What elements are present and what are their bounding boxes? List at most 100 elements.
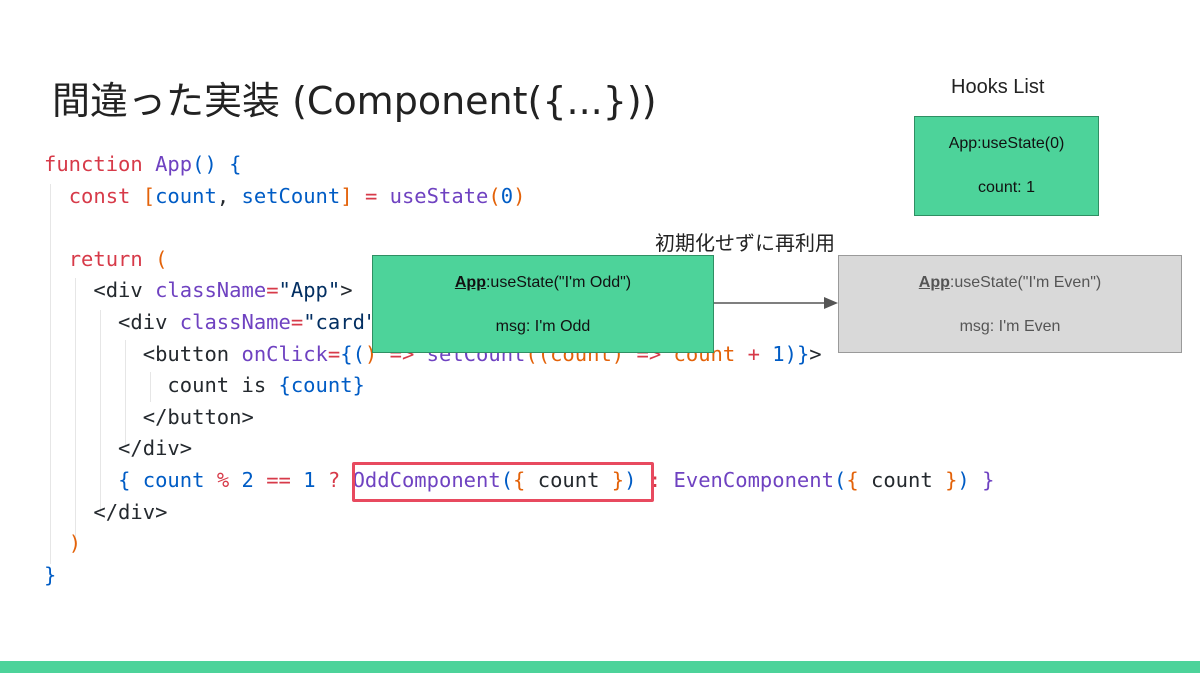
hooks-list-title: Hooks List (951, 76, 1045, 98)
code-token (143, 152, 155, 176)
code-token: count (525, 467, 612, 492)
code-token: = (327, 341, 341, 366)
code-token: [ (142, 183, 156, 208)
code-token: )} (784, 341, 810, 366)
hook-app-usestate-even: App:useState("I'm Even") msg: I'm Even (838, 255, 1182, 353)
code-token: = (266, 278, 279, 303)
code-token: { (513, 467, 526, 492)
code-token (130, 468, 142, 492)
code-token: "App" (278, 278, 341, 303)
code-token: % (216, 467, 230, 492)
code-line: function App() { (44, 149, 994, 181)
code-token: {count} (278, 373, 365, 398)
code-line: count is {count} (44, 370, 994, 402)
code-token: } (44, 562, 57, 587)
code-token: App (155, 152, 193, 176)
code-token: ) (957, 467, 970, 492)
code-line: </button> (44, 402, 994, 434)
code-block: function App() { const [count, setCount]… (44, 149, 994, 591)
hook-call: App:useState(0) (948, 135, 1065, 152)
code-line: { count % 2 == 1 ? OddComponent({ count … (44, 465, 994, 497)
code-token: , (216, 183, 242, 208)
code-token (204, 468, 216, 492)
code-token (44, 468, 118, 492)
code-token: onClick (241, 341, 328, 366)
indent-guide (50, 184, 51, 564)
code-token: count (858, 467, 946, 492)
code-token: 0 (500, 183, 514, 208)
code-token (340, 468, 352, 492)
code-token (377, 184, 389, 208)
hook-value: count: 1 (978, 179, 1035, 196)
code-token: return (68, 246, 143, 271)
code-token (291, 468, 303, 492)
code-token: ( (488, 183, 501, 208)
code-token: 1 (303, 467, 316, 492)
code-token (970, 468, 982, 492)
hook-call: App:useState("I'm Odd") (373, 274, 713, 292)
hook-owner: App (918, 274, 950, 291)
code-line: return ( (44, 244, 994, 276)
code-token: count is (44, 373, 279, 398)
code-token: ? (327, 467, 341, 492)
hook-value: msg: I'm Odd (495, 318, 591, 335)
hook-app-usestate-odd: App:useState("I'm Odd") msg: I'm Odd (372, 255, 714, 353)
code-token: EvenComponent (673, 467, 834, 492)
code-token: ( (833, 467, 847, 492)
hook-call-text: :useState("I'm Odd") (485, 274, 632, 291)
code-token: 1 (772, 341, 785, 366)
indent-guide (150, 372, 151, 402)
reuse-label: 初期化せずに再利用 (655, 231, 835, 255)
hook-value: msg: I'm Even (959, 318, 1061, 335)
code-token: () { (192, 152, 242, 176)
slide-title: 間違った実装 (Component({...})) (52, 79, 657, 123)
code-line: </div> (44, 497, 994, 529)
code-token: } (611, 467, 625, 492)
code-token (44, 531, 69, 555)
code-token: ) (68, 531, 82, 556)
code-token: count (155, 183, 217, 208)
code-token: </div> (44, 499, 168, 524)
code-token: + (747, 341, 760, 366)
code-token: > (340, 278, 353, 303)
code-token (760, 342, 772, 366)
indent-guide (75, 278, 76, 548)
code-token (735, 342, 747, 366)
code-token: ( (500, 467, 514, 492)
code-token (316, 468, 328, 492)
code-token: 2 (241, 467, 254, 492)
code-token: } (982, 467, 995, 492)
code-token: <div (44, 309, 180, 334)
code-token: { (846, 467, 859, 492)
code-token: ) (624, 467, 637, 492)
code-token: {( (340, 341, 365, 366)
code-token: setCount (241, 183, 341, 208)
code-token: </div> (44, 436, 193, 461)
code-line: ) (44, 528, 994, 560)
code-token: <div (44, 278, 156, 303)
code-token: = (290, 309, 304, 334)
code-token: > (809, 341, 822, 366)
code-token: } (945, 467, 958, 492)
code-token (44, 247, 69, 271)
code-line: <div className="App"> (44, 275, 994, 307)
code-token: count (142, 467, 205, 492)
code-token: function (44, 152, 143, 176)
code-token: { (118, 467, 131, 492)
reuse-arrow (714, 297, 838, 309)
code-token: <button (44, 341, 242, 366)
code-token: className (179, 309, 291, 334)
code-token (143, 247, 155, 271)
code-token: ] (340, 183, 353, 208)
hook-call-text: :useState("I'm Even") (949, 274, 1102, 291)
code-token: "card" (303, 309, 378, 334)
code-token (229, 468, 241, 492)
code-token (353, 184, 365, 208)
code-token: </button> (44, 404, 254, 429)
code-token (661, 468, 673, 492)
code-token: OddComponent (352, 467, 501, 492)
hook-call: App:useState("I'm Even") (839, 274, 1181, 292)
code-token: className (155, 278, 267, 303)
code-token (130, 184, 142, 208)
footer-bar (0, 661, 1200, 673)
